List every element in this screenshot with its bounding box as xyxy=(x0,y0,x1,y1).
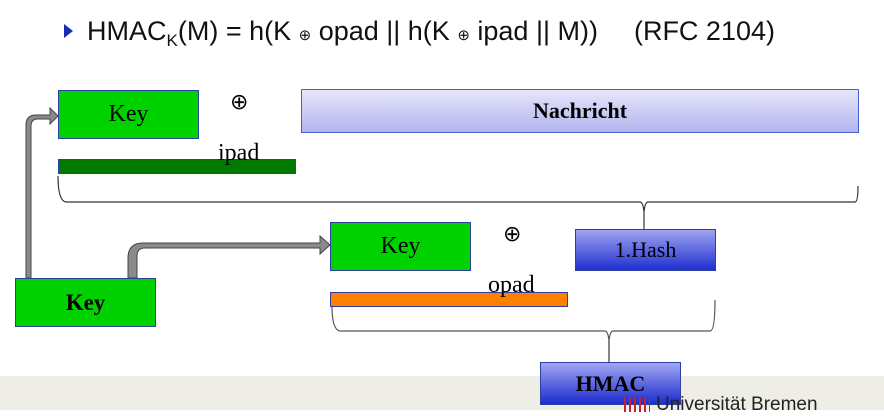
formula-part: (M) = h(K xyxy=(177,16,299,46)
outer-key-box: Key xyxy=(330,222,471,271)
xor-icon: ⊕ xyxy=(298,27,312,44)
first-hash-label: 1.Hash xyxy=(614,237,677,262)
bullet-icon xyxy=(64,23,73,38)
ipad-bar xyxy=(58,159,296,174)
footer-band xyxy=(0,376,884,410)
opad-label: opad xyxy=(488,272,535,298)
university-logo: Universität Bremen xyxy=(624,394,818,416)
arrow-to-inner-key xyxy=(25,106,59,279)
source-key-label: Key xyxy=(65,289,106,315)
formula-subscript: K xyxy=(166,31,178,50)
formula-prefix: HMAC xyxy=(87,16,167,46)
message-box: Nachricht xyxy=(301,89,859,133)
logo-bars-icon xyxy=(624,397,650,412)
xor-icon: ⊕ xyxy=(503,222,522,247)
rfc-reference: (RFC 2104) xyxy=(633,16,775,46)
formula-part: opad || h(K xyxy=(311,16,458,46)
xor-icon: ⊕ xyxy=(457,27,470,44)
xor-icon: ⊕ xyxy=(230,90,249,115)
source-key-box: Key xyxy=(15,278,156,327)
outer-key-label: Key xyxy=(380,233,421,259)
hmac-result-box: HMAC xyxy=(540,362,681,405)
hmac-formula: HMACK(M) = h(K ⊕ opad || h(K ⊕ ipad || M… xyxy=(64,16,775,51)
inner-key-box: Key xyxy=(58,90,199,139)
formula-part: ipad || M)) xyxy=(469,16,598,46)
inner-key-label: Key xyxy=(108,101,149,127)
opad-bar xyxy=(330,292,568,307)
inner-brace xyxy=(57,175,859,213)
hmac-result-label: HMAC xyxy=(575,370,646,396)
ipad-label: ipad xyxy=(218,140,260,166)
arrow-to-outer-key xyxy=(127,234,331,279)
message-label: Nachricht xyxy=(532,98,628,123)
first-hash-box: 1.Hash xyxy=(575,229,716,271)
university-name: Universität Bremen xyxy=(656,394,818,415)
